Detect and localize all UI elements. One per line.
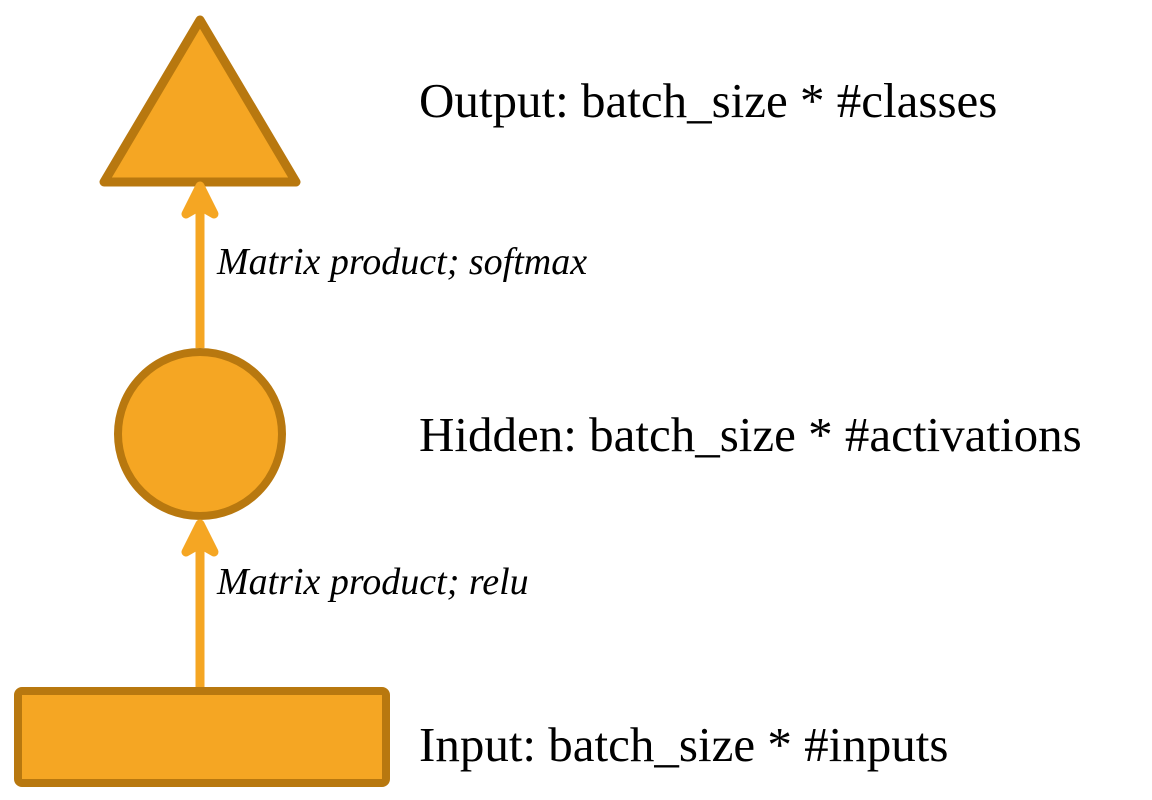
edge-label-softmax: Matrix product; softmax	[217, 241, 588, 283]
arrow-input-to-hidden[interactable]	[181, 519, 219, 690]
triangle-shape[interactable]	[99, 15, 301, 187]
output-layer-label: Output: batch_size * #classes	[419, 73, 998, 128]
input-layer-label: Input: batch_size * #inputs	[419, 717, 949, 772]
hidden-layer-label: Hidden: batch_size * #activations	[419, 407, 1082, 462]
edge-label-relu: Matrix product; relu	[217, 561, 529, 603]
circle-shape[interactable]	[114, 348, 286, 520]
rectangle-shape[interactable]	[14, 687, 390, 787]
arrow-hidden-to-output[interactable]	[181, 181, 219, 348]
